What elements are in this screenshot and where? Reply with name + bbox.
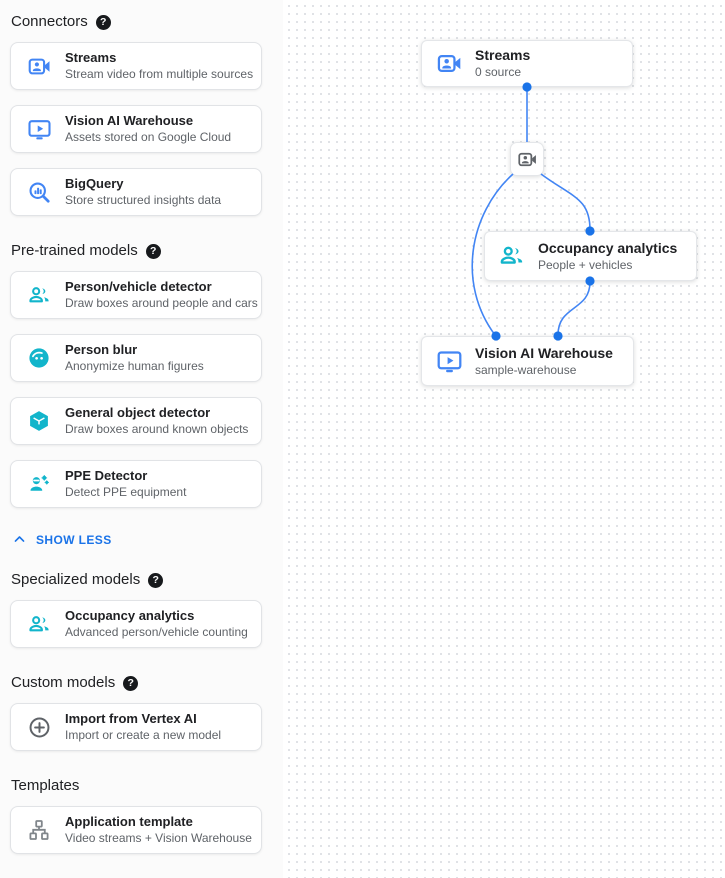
- video-camera-icon: [517, 149, 538, 170]
- show-less-link[interactable]: SHOW LESS: [12, 532, 273, 547]
- card-title: PPE Detector: [65, 468, 148, 483]
- card-description: Store structured insights data: [65, 193, 222, 207]
- edge-occupancy-to-warehouse: [557, 281, 591, 336]
- help-icon[interactable]: ?: [148, 572, 164, 588]
- section-heading-connectors: Connectors ?: [11, 13, 273, 31]
- ppe-icon: [26, 471, 52, 497]
- section-heading-label: Pre-trained models: [11, 242, 138, 259]
- video-camera-icon: [435, 50, 463, 78]
- card-title: General object detector: [65, 405, 211, 420]
- chevron-up-icon: [12, 532, 27, 547]
- face-blur-icon: [26, 345, 52, 371]
- graph-canvas[interactable]: Streams 0 source Occupancy analytics Peo…: [283, 0, 725, 878]
- section-heading-pretrained-models: Pre-trained models ?: [11, 242, 273, 260]
- cube-icon: [26, 408, 52, 434]
- help-icon[interactable]: ?: [123, 675, 139, 691]
- node-subtitle: sample-warehouse: [475, 362, 577, 377]
- palette-card-vision-ai-warehouse[interactable]: Vision AI Warehouse Assets stored on Goo…: [10, 105, 262, 153]
- node-title: Vision AI Warehouse: [475, 344, 613, 361]
- component-palette-sidebar: Connectors ? Streams Stream video from m…: [0, 0, 283, 878]
- card-description: Advanced person/vehicle counting: [65, 625, 248, 639]
- people-icon: [498, 242, 526, 270]
- card-description: Stream video from multiple sources: [65, 67, 254, 81]
- people-icon: [26, 282, 52, 308]
- palette-card-person-blur[interactable]: Person blur Anonymize human figures: [10, 334, 262, 382]
- section-heading-custom-models: Custom models ?: [11, 674, 273, 692]
- warehouse-display-icon: [435, 347, 463, 375]
- palette-card-bigquery[interactable]: BigQuery Store structured insights data: [10, 168, 262, 216]
- palette-card-application-template[interactable]: Application template Video streams + Vis…: [10, 806, 262, 854]
- graph-edges: [471, 82, 595, 341]
- card-title: Person blur: [65, 342, 138, 357]
- org-tree-icon: [26, 817, 52, 843]
- card-description: Draw boxes around people and cars: [65, 296, 258, 310]
- show-less-label: SHOW LESS: [36, 532, 112, 547]
- card-title: BigQuery: [65, 176, 124, 191]
- palette-card-streams[interactable]: Streams Stream video from multiple sourc…: [10, 42, 262, 90]
- bigquery-icon: [26, 179, 52, 205]
- section-heading-specialized-models: Specialized models ?: [11, 571, 273, 589]
- card-description: Video streams + Vision Warehouse: [65, 831, 252, 845]
- graph-node-vision-ai-warehouse[interactable]: Vision AI Warehouse sample-warehouse: [421, 336, 634, 386]
- card-description: Anonymize human figures: [65, 359, 204, 373]
- node-title: Occupancy analytics: [538, 239, 678, 256]
- section-heading-label: Custom models: [11, 674, 116, 691]
- section-heading-label: Connectors: [11, 13, 88, 30]
- node-subtitle: 0 source: [475, 65, 522, 79]
- section-heading-label: Templates: [11, 777, 80, 794]
- palette-card-occupancy-analytics[interactable]: Occupancy analytics Advanced person/vehi…: [10, 600, 262, 648]
- people-icon: [26, 611, 52, 637]
- palette-card-ppe-detector[interactable]: PPE Detector Detect PPE equipment: [10, 460, 262, 508]
- card-title: Person/vehicle detector: [65, 279, 212, 294]
- palette-card-person-vehicle-detector[interactable]: Person/vehicle detector Draw boxes aroun…: [10, 271, 262, 319]
- help-icon[interactable]: ?: [95, 14, 111, 30]
- card-title: Import from Vertex AI: [65, 711, 197, 726]
- palette-card-general-object-detector[interactable]: General object detector Draw boxes aroun…: [10, 397, 262, 445]
- node-title: Streams: [475, 47, 531, 63]
- card-description: Detect PPE equipment: [65, 485, 187, 499]
- card-title: Streams: [65, 50, 117, 65]
- card-title: Vision AI Warehouse: [65, 113, 194, 128]
- section-heading-label: Specialized models: [11, 571, 141, 588]
- edge-connector-to-occupancy: [540, 173, 591, 231]
- graph-node-stream-connector[interactable]: [510, 142, 544, 176]
- card-description: Assets stored on Google Cloud: [65, 130, 232, 144]
- warehouse-display-icon: [26, 116, 52, 142]
- help-icon[interactable]: ?: [145, 243, 161, 259]
- palette-card-import-from-vertex-ai[interactable]: Import from Vertex AI Import or create a…: [10, 703, 262, 751]
- graph-node-occupancy-analytics[interactable]: Occupancy analytics People + vehicles: [484, 231, 697, 281]
- graph-node-streams[interactable]: Streams 0 source: [421, 40, 633, 87]
- card-description: Import or create a new model: [65, 728, 222, 742]
- node-subtitle: People + vehicles: [538, 257, 633, 272]
- add-circle-icon: [26, 714, 52, 740]
- card-description: Draw boxes around known objects: [65, 422, 249, 436]
- card-title: Occupancy analytics: [65, 608, 195, 623]
- card-title: Application template: [65, 814, 193, 829]
- section-heading-templates: Templates: [11, 777, 273, 795]
- video-camera-icon: [26, 53, 52, 79]
